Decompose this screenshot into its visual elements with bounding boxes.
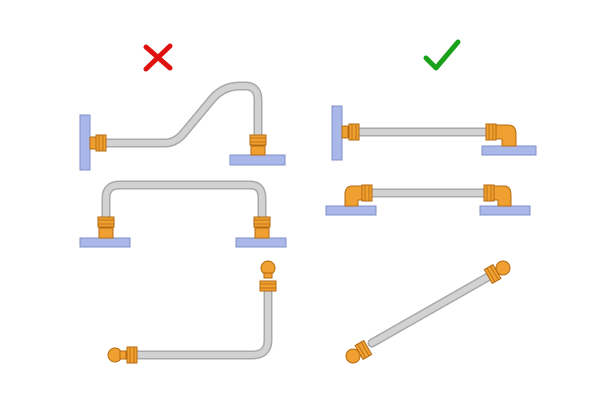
fitting: [97, 216, 115, 239]
right-example-straight-diagonal: [345, 260, 511, 364]
cross-mark-icon: [143, 43, 173, 72]
fitting: [253, 216, 271, 239]
fitting: [345, 339, 373, 364]
wall-mount: [331, 105, 343, 161]
check-mark-icon: [423, 39, 461, 71]
floor-mount: [229, 154, 286, 166]
fitting: [341, 123, 360, 141]
elbow-fitting: [485, 123, 517, 147]
floor-mount: [235, 237, 287, 248]
right-example-straight-wall-to-floor: [331, 105, 537, 161]
fitting: [107, 346, 138, 364]
right-example-straight-floor-to-floor: [325, 184, 531, 216]
fitting: [483, 260, 511, 285]
wrong-example-l-bend: [107, 260, 277, 364]
elbow-fitting: [483, 184, 512, 207]
tube: [133, 287, 273, 360]
wall-mount: [79, 114, 91, 171]
wrong-example-bent-tube: [79, 81, 286, 171]
wrong-example-u-bend: [79, 180, 287, 248]
floor-mount: [481, 145, 537, 156]
tube: [101, 180, 267, 225]
fitting: [89, 134, 107, 152]
floor-mount: [79, 237, 131, 248]
elbow-fitting: [344, 184, 373, 207]
floor-mount: [325, 205, 377, 216]
fitting: [249, 134, 267, 156]
floor-mount: [479, 205, 531, 216]
fitting: [259, 260, 277, 292]
